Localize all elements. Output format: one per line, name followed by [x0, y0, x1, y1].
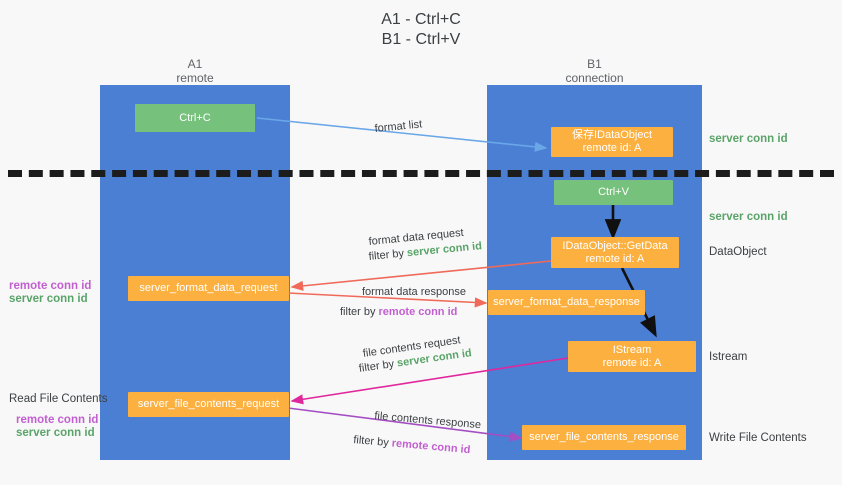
edge-label-file-contents-response: file contents response — [374, 409, 482, 433]
phase-divider — [8, 170, 834, 177]
node-istream[interactable]: IStream remote id: A — [568, 341, 696, 372]
label-dataobject: DataObject — [709, 246, 767, 258]
edge-text-file-contents-response: file contents response — [373, 409, 482, 432]
label-remote-conn-id-left-1: remote conn id — [9, 280, 92, 292]
label-read-file-contents: Read File Contents — [9, 393, 108, 405]
label-istream: Istream — [709, 351, 748, 363]
label-server-conn-id-left-2: server conn id — [16, 427, 95, 439]
edge-label-file-contents-response-filter: filter by remote conn id — [353, 433, 471, 458]
edge-label-format-list: format list — [374, 118, 423, 135]
filter-prefix: filter by — [340, 306, 379, 318]
label-server-conn-id-second: server conn id — [709, 211, 788, 223]
label-server-conn-id-top: server conn id — [709, 133, 788, 145]
column-header-b1: B1 connection — [565, 57, 624, 85]
node-idataobject-getdata[interactable]: IDataObject::GetData remote id: A — [551, 237, 679, 268]
node-server-format-data-request[interactable]: server_format_data_request — [128, 276, 289, 301]
edge-text-format-data-response: format data response — [362, 286, 466, 298]
node-server-file-contents-response[interactable]: server_file_contents_response — [522, 425, 686, 450]
edge-label-format-data-response-filter: filter by remote conn id — [340, 305, 457, 320]
label-server-conn-id-left-1: server conn id — [9, 293, 88, 305]
filter-value-remote-conn-id: remote conn id — [391, 437, 471, 457]
label-write-file-contents: Write File Contents — [709, 432, 807, 444]
label-remote-conn-id-left-2: remote conn id — [16, 414, 99, 426]
filter-value-remote-conn-id: remote conn id — [378, 306, 458, 318]
node-server-file-contents-request[interactable]: server_file_contents_request — [128, 392, 289, 417]
page-title: A1 - Ctrl+C B1 - Ctrl+V — [381, 11, 461, 48]
column-header-a1: A1 remote — [176, 57, 214, 85]
node-server-format-data-response[interactable]: server_format_data_response — [488, 290, 645, 315]
node-idataobject-remote[interactable]: 保存IDataObject remote id: A — [551, 127, 673, 157]
filter-prefix: filter by — [358, 357, 398, 375]
node-ctrl-c[interactable]: Ctrl+C — [135, 104, 255, 132]
filter-prefix: filter by — [368, 247, 408, 263]
node-ctrl-v[interactable]: Ctrl+V — [554, 180, 673, 205]
edge-label-format-data-response: format data response — [362, 285, 466, 300]
filter-prefix: filter by — [352, 433, 393, 450]
